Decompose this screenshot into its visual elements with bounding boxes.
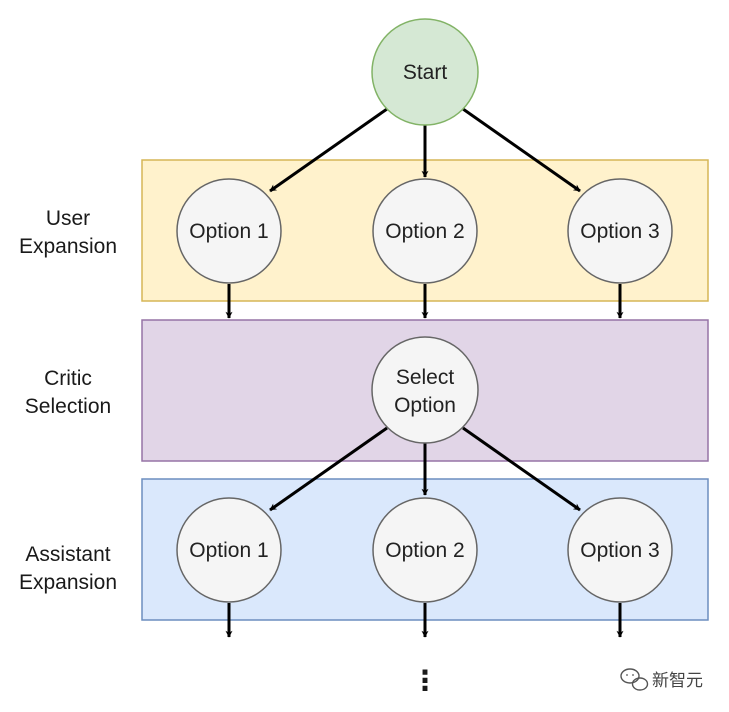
continuation-ellipsis: ⋮	[411, 665, 439, 696]
assistant-option-2-node	[372, 497, 478, 603]
user-option-1-label: Option 1	[189, 220, 268, 243]
user-option-1-node	[176, 178, 282, 284]
edge-select-to-assistant-option-3	[462, 426, 581, 512]
wechat-icon	[620, 668, 649, 691]
critic-selection-label-line2: Selection	[25, 395, 111, 418]
user-expansion-label-line2: Expansion	[19, 235, 117, 258]
assistant-option-1-label: Option 1	[189, 539, 268, 562]
assistant-option-3-node	[567, 497, 673, 603]
user-expansion-label-line1: User	[46, 207, 90, 230]
edge-select-to-assistant-option-1	[269, 426, 388, 512]
select-option-label-line2: Option	[394, 394, 456, 417]
start-node	[371, 18, 479, 126]
assistant-option-3-label: Option 3	[580, 539, 659, 562]
edge-start-to-user-option-3	[462, 107, 581, 193]
user-option-2-node	[372, 178, 478, 284]
watermark-text: 新智元	[652, 671, 703, 691]
user-option-3-label: Option 3	[580, 220, 659, 243]
user-option-2-label: Option 2	[385, 220, 464, 243]
assistant-option-1-node	[176, 497, 282, 603]
start-node-label: Start	[403, 61, 448, 84]
select-option-node	[371, 336, 479, 444]
select-option-label-line1: Select	[396, 366, 455, 389]
edges	[225, 107, 624, 638]
critic-selection-label-line1: Critic	[44, 367, 92, 390]
edge-start-to-user-option-1	[269, 107, 388, 193]
user-option-3-node	[567, 178, 673, 284]
watermark: 新智元	[620, 668, 703, 691]
assistant-expansion-label-line1: Assistant	[25, 543, 110, 566]
assistant-option-2-label: Option 2	[385, 539, 464, 562]
assistant-expansion-label-line2: Expansion	[19, 571, 117, 594]
